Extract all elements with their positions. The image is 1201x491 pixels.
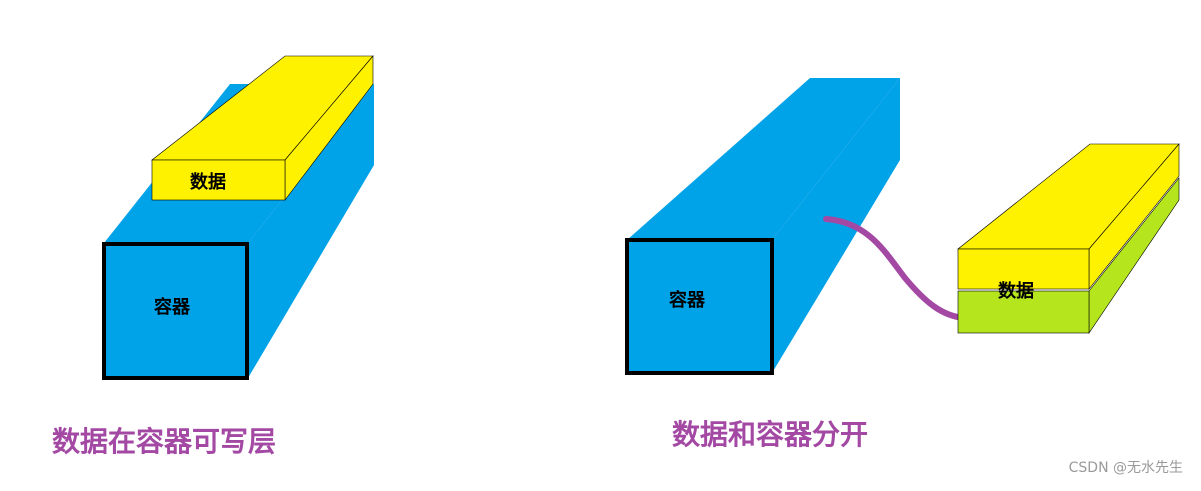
watermark: CSDN @无水先生 [1068, 460, 1183, 476]
right-container-front-face [625, 238, 774, 375]
right-caption: 数据和容器分开 [672, 418, 869, 451]
left-data-front-face [151, 159, 286, 201]
left-data-layer: 数据 [151, 55, 374, 201]
left-container-front: 容器 [102, 242, 249, 380]
right-data-label: 数据 [998, 280, 1034, 302]
left-caption: 数据在容器可写层 [52, 425, 277, 458]
right-data-volume: 数据 [957, 143, 1180, 334]
left-container-side-face [248, 84, 374, 378]
right-container-side-face [772, 78, 900, 373]
right-container-top-face [627, 78, 900, 240]
right-container-label: 容器 [669, 289, 706, 311]
right-data-front-face [957, 248, 1090, 290]
right-volume-front-face [957, 290, 1090, 334]
volume-link-line [823, 216, 967, 321]
left-container-front-face [102, 242, 249, 380]
right-container-block: 容器 [625, 78, 900, 375]
left-container-label: 容器 [154, 296, 191, 318]
left-data-label: 数据 [190, 171, 226, 193]
